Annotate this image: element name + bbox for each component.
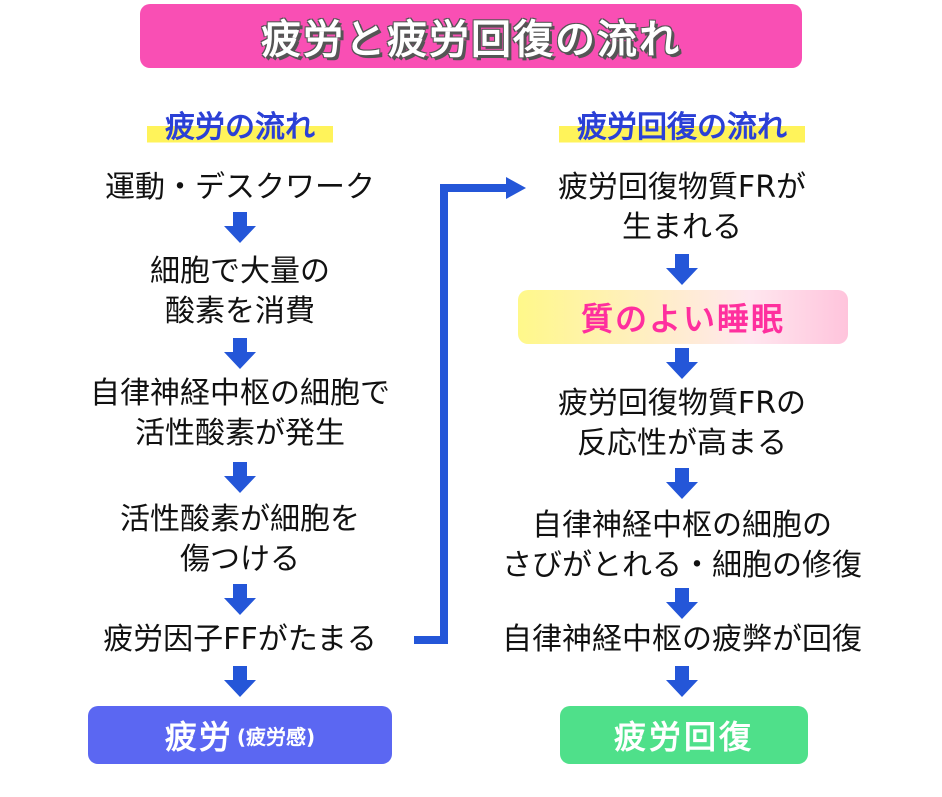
good-sleep-highlight: 質のよい睡眠 <box>518 290 848 344</box>
right-step-1: 疲労回復物質FRが 生まれる <box>482 168 882 248</box>
left-step-4-line-1: 活性酸素が細胞を <box>120 502 360 537</box>
right-step-2-line-2: 反応性が高まる <box>577 426 787 461</box>
right-step-3: 自律神経中枢の細胞の さびがとれる・細胞の修復 <box>482 506 882 586</box>
left-result-box: 疲労 (疲労感) <box>88 706 392 764</box>
right-step-3-line-1: 自律神経中枢の細胞の <box>532 508 832 543</box>
left-step-2-line-1: 細胞で大量の <box>150 254 330 289</box>
arrow-down-icon <box>224 584 256 615</box>
arrow-down-icon <box>224 666 256 697</box>
left-step-1: 運動・デスクワーク <box>40 168 440 208</box>
right-result-box: 疲労回復 <box>560 706 808 764</box>
arrow-down-icon <box>666 254 698 285</box>
right-step-4: 自律神経中枢の疲弊が回復 <box>482 620 882 660</box>
right-step-1-line-2: 生まれる <box>622 210 742 245</box>
arrow-down-icon <box>666 588 698 619</box>
arrow-down-icon <box>666 666 698 697</box>
left-heading-text: 疲労の流れ <box>147 102 333 146</box>
left-step-2-line-2: 酸素を消費 <box>165 294 315 329</box>
left-step-3-line-1: 自律神経中枢の細胞で <box>90 376 390 411</box>
right-column-heading: 疲労回復の流れ <box>482 102 882 146</box>
left-step-5: 疲労因子FFがたまる <box>40 620 440 660</box>
connector-arrow <box>414 177 526 644</box>
arrow-down-icon <box>224 462 256 493</box>
left-result-main: 疲労 <box>164 718 233 756</box>
left-step-4: 活性酸素が細胞を 傷つける <box>40 500 440 580</box>
right-step-4-line-1: 自律神経中枢の疲弊が回復 <box>502 622 862 657</box>
arrow-down-icon <box>224 338 256 369</box>
left-step-1-line-1: 運動・デスクワーク <box>105 170 375 205</box>
arrow-down-icon <box>224 212 256 243</box>
right-step-3-line-2: さびがとれる・細胞の修復 <box>502 548 862 583</box>
right-step-1-line-1: 疲労回復物質FRが <box>557 170 807 205</box>
left-column-heading: 疲労の流れ <box>40 102 440 146</box>
right-result-text: 疲労回復 <box>613 718 754 756</box>
left-step-3: 自律神経中枢の細胞で 活性酸素が発生 <box>40 374 440 454</box>
right-step-2-line-1: 疲労回復物質FRの <box>557 386 807 421</box>
arrow-down-icon <box>666 468 698 499</box>
right-heading-text: 疲労回復の流れ <box>559 102 805 146</box>
left-result-sub: (疲労感) <box>236 724 316 749</box>
left-step-5-line-1: 疲労因子FFがたまる <box>103 622 377 657</box>
title-banner: 疲労と疲労回復の流れ <box>140 4 802 68</box>
left-step-3-line-2: 活性酸素が発生 <box>135 416 345 451</box>
arrow-down-icon <box>666 348 698 379</box>
left-step-2: 細胞で大量の 酸素を消費 <box>40 252 440 332</box>
right-step-2: 疲労回復物質FRの 反応性が高まる <box>482 384 882 464</box>
left-step-4-line-2: 傷つける <box>180 542 300 577</box>
good-sleep-text: 質のよい睡眠 <box>580 300 785 338</box>
page-title: 疲労と疲労回復の流れ <box>261 17 681 63</box>
